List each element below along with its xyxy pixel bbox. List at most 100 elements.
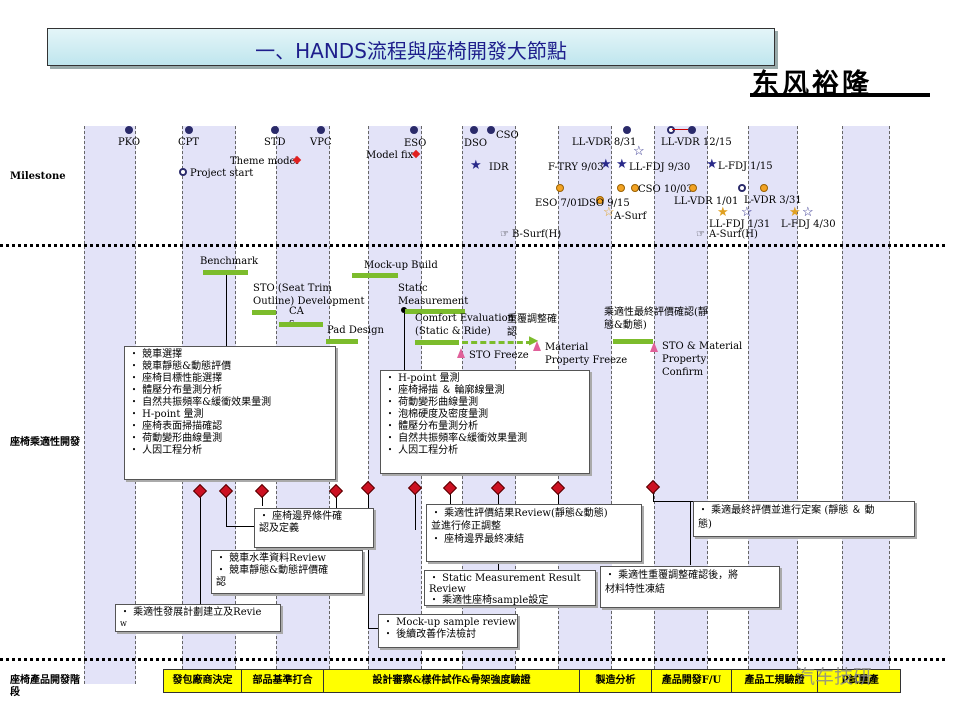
gate-label-llvdr-831: LL-VDR 8/31 xyxy=(572,137,637,148)
lfdj-115-star-icon: ★ xyxy=(706,157,718,172)
gate-dot-cso xyxy=(487,126,495,134)
llvdr-open-star-icon: ☆ xyxy=(633,144,645,159)
connector-d9 xyxy=(558,494,559,504)
material-label-line2: Property Freeze xyxy=(545,355,628,366)
ms-dso-915: DSO 9/15 xyxy=(581,198,630,209)
lfdj-430-open-star-icon: ☆ xyxy=(802,205,814,220)
note-line: ・ 座椅邊界條件確 xyxy=(259,511,343,522)
development-stage-bar: 發包廠商決定 部品基準打合 設計審察&樣件試作&骨架強度驗證 製造分析 產品開發… xyxy=(163,669,901,693)
note-line: ・ 競車靜態&動態評價確 xyxy=(216,565,329,576)
gate-dot-pko xyxy=(125,126,133,134)
repeat-arrow-head-icon: ▶ xyxy=(529,333,539,347)
gate-arrow-llvdr-1215 xyxy=(672,129,688,130)
final-eval-bar xyxy=(613,339,653,344)
comfort-label-line1: Comfort Evaluation xyxy=(415,313,515,324)
bsurf-pointer-icon: ☞ xyxy=(500,229,509,240)
note-line: 認及定義 xyxy=(259,523,299,534)
connector-d10 xyxy=(653,493,654,501)
plan-note: ・ 乘適性發展計劃建立及Revie w xyxy=(115,604,281,632)
llvdr-101-marker xyxy=(689,184,697,192)
note-line: ・ 乘適性座椅sample設定 xyxy=(429,595,549,606)
decision-diamond xyxy=(442,480,458,496)
sto-label-line2: Outline) Development xyxy=(253,296,365,307)
mockup-bar xyxy=(352,273,398,278)
measurement-item: ・ 荷動變形曲線量測 xyxy=(385,397,479,408)
benchmark-item: ・ H-point 量測 xyxy=(129,409,204,420)
benchmark-item: ・ 人因工程分析 xyxy=(129,445,203,456)
gate-label-dso: DSO xyxy=(464,138,488,149)
repeat-dashed-arrow xyxy=(462,341,532,344)
final-evaluation-note: ・ 乘適最終評價並進行定案 (靜態 ＆ 動 態) xyxy=(693,501,915,537)
gate-label-eso: ESO xyxy=(404,138,427,149)
benchmark-label: Benchmark xyxy=(200,256,259,267)
eso-701-marker xyxy=(556,184,564,192)
benchmark-item: ・ 座椅表面掃描確認 xyxy=(129,421,223,432)
note-line: ・ 座椅邊界最終凍結 xyxy=(431,534,525,545)
ca-label: CA xyxy=(289,306,304,317)
ms-eso-701: ESO 7/01 xyxy=(535,198,583,209)
connector-d3 xyxy=(262,496,263,506)
dso-915-marker xyxy=(596,196,604,204)
note-line: Review xyxy=(429,584,466,595)
mockup-review-note: ・ Mock-up sample review ・ 後續改善作法檢討 xyxy=(378,614,518,648)
llfdj-131-open-star-icon: ☆ xyxy=(741,205,753,220)
brand-underline xyxy=(750,93,930,97)
note-line: ・ Static Measurement Result xyxy=(429,573,581,584)
note-line: ・ 乘適性發展計劃建立及Revie xyxy=(120,607,262,618)
ms-llfdj-131: LL-FDJ 1/31 xyxy=(709,219,771,230)
sto-material-label-line3: Confirm xyxy=(662,367,704,378)
ms-project-start: Project start xyxy=(190,168,254,179)
measurement-item: ・ 泡棉硬度及密度量測 xyxy=(385,409,489,420)
ms-llfdj-930: LL-FDJ 9/30 xyxy=(629,162,691,173)
sto-label-line1: STO (Seat Trim xyxy=(253,283,332,294)
cso-1003-marker xyxy=(617,184,625,192)
final-eval-label-line1: 乘適性最終評價確認(靜 xyxy=(604,307,708,318)
note-line: ・ 乘適性評價結果Review(靜態&動態) xyxy=(431,508,608,519)
ms-theme-model: Theme model xyxy=(230,156,299,167)
material-freeze-triangle-icon xyxy=(533,341,541,351)
benchmark-item: ・ 體壓分布量測分析 xyxy=(129,385,223,396)
row-label-comfort: 座椅乘適性開發 xyxy=(10,437,80,448)
gate-label-llvdr-1215: LL-VDR 12/15 xyxy=(661,137,732,148)
idr-star-icon: ★ xyxy=(470,158,482,173)
ms-ftry: F-TRY 9/03 xyxy=(548,162,604,173)
ms-llvdr-101: LL-VDR 1/01 xyxy=(674,196,739,207)
gate-dot-llvdr-831 xyxy=(623,126,631,134)
sto-freeze-triangle-icon xyxy=(457,348,465,358)
row-separator-1 xyxy=(0,244,945,247)
note-line: w xyxy=(120,619,127,628)
row-label-milestone: Milestone xyxy=(10,171,66,182)
stage-pilot-production: P試量產 xyxy=(841,675,879,686)
comfort-label-line2: (Static & Ride) xyxy=(415,326,491,337)
decision-diamond xyxy=(254,483,270,499)
measurement-item: ・ H-point 量測 xyxy=(385,373,460,384)
project-start-marker xyxy=(179,168,187,176)
gate-dot-eso xyxy=(410,126,418,134)
benchmark-item: ・ 競車選擇 xyxy=(129,349,183,360)
lvdr-331-marker xyxy=(760,184,768,192)
gate-label-pko: PKO xyxy=(118,137,141,148)
title-banner: 一、HANDS流程與座椅開發大節點 xyxy=(47,28,775,66)
static-review-note: ・ Static Measurement Result Review ・ 乘適性… xyxy=(424,570,596,606)
gate-dot-vpc xyxy=(317,126,325,134)
ms-model-fix: Model fix xyxy=(366,150,414,161)
gate-ring-llvdr-1215 xyxy=(667,126,675,134)
ms-lfdj-115: L-FDJ 1/15 xyxy=(718,161,773,172)
benchmark-item: ・ 座椅目標性能選擇 xyxy=(129,373,223,384)
ms-asurfh: A-Surf(H) xyxy=(709,229,758,240)
note-line: ・ 乘適性重覆調整確認後，將 xyxy=(605,570,739,581)
mockup-label: Mock-up Build xyxy=(364,260,438,271)
sto-material-label-line1: STO & Material xyxy=(662,341,743,352)
stage-supplier-decision: 發包廠商決定 xyxy=(164,670,242,692)
lvdr-331-ring xyxy=(738,184,746,192)
gate-dot-dso xyxy=(470,126,478,134)
row-separator-2 xyxy=(0,658,945,661)
stage-product-validation: 產品工規驗證 xyxy=(732,670,818,692)
final-eval-label-line2: 態&動態) xyxy=(604,320,647,331)
decision-diamond xyxy=(328,483,344,499)
sto-freeze-label: STO Freeze xyxy=(469,350,529,361)
benchmark-item: ・ 自然共振頻率&緩衝效果量測 xyxy=(129,397,272,408)
gate-label-std: STD xyxy=(264,137,286,148)
boundary-note: ・ 座椅邊界條件確 認及定義 xyxy=(254,508,374,548)
evaluation-review-note: ・ 乘適性評價結果Review(靜態&動態) 並進行修正調整 ・ 座椅邊界最終凍… xyxy=(426,504,642,562)
